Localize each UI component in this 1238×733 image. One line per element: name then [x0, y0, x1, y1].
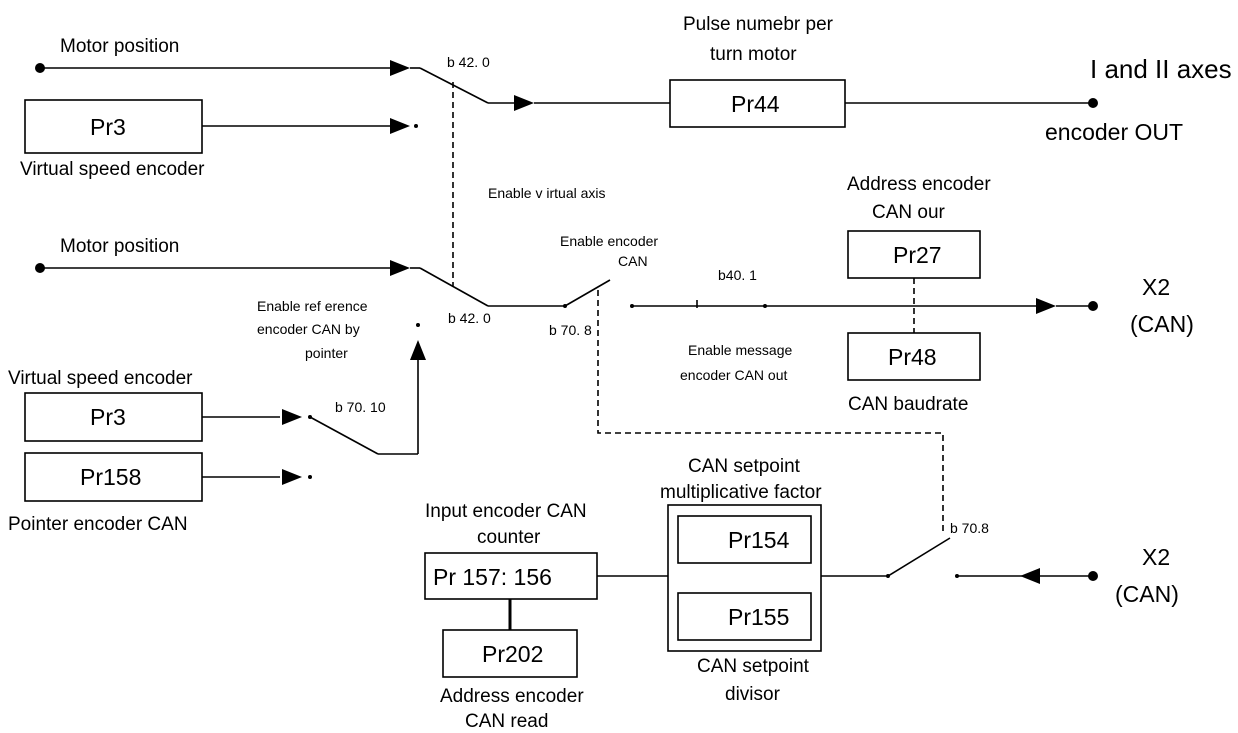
switch-b40-1 [696, 298, 1098, 314]
enable-reference-label-line3: pointer [305, 345, 348, 361]
pr3-top-box [24, 99, 203, 154]
pr155-box [677, 592, 812, 641]
bit-b70-8-bottom-label: b 70.8 [950, 520, 989, 536]
enable-virtual-axis-label: Enable v irtual axis [488, 185, 606, 201]
enable-message-label-line2: encoder CAN out [680, 367, 788, 383]
enable-encoder-can-label-line2: CAN [618, 253, 648, 269]
virtual-speed-encoder-left-label: Virtual speed encoder [8, 368, 193, 389]
axes-out-terminal [1088, 98, 1098, 108]
bit-b70-10-label: b 70. 10 [335, 399, 386, 415]
x2-can-bottom-label-line1: X2 [1142, 544, 1170, 570]
enable-reference-label-line2: encoder CAN by [257, 321, 360, 337]
pulse-number-label-line1: Pulse numebr per [683, 14, 834, 35]
pr3-top-box-label: Pr3 [90, 114, 126, 140]
input-encoder-counter-label-line2: counter [477, 527, 541, 548]
can-setpoint-div-label-line2: divisor [725, 684, 781, 705]
pulse-number-label-line2: turn motor [710, 44, 797, 65]
switch-b42-0-mid [410, 267, 567, 308]
pr202-box [442, 629, 578, 678]
axes-out-label-line1: I and II axes [1090, 54, 1232, 84]
address-encoder-read-label-line1: Address encoder [440, 686, 584, 707]
input-encoder-counter-label-line1: Input encoder CAN [425, 501, 587, 522]
enable-encoder-can-label-line1: Enable encoder [560, 233, 658, 249]
pr154-box [677, 515, 812, 564]
virtual-speed-encoder-top-label: Virtual speed encoder [20, 159, 205, 180]
x2-can-top-label-line1: X2 [1142, 274, 1170, 300]
can-baudrate-label: CAN baudrate [848, 394, 968, 415]
pr157-156-box [424, 552, 598, 600]
x2-can-top-label-line2: (CAN) [1130, 311, 1194, 337]
enable-message-label-line1: Enable message [688, 342, 793, 358]
axes-out-label-line2: encoder OUT [1045, 119, 1183, 145]
can-setpoint-mult-label-line2: multiplicative factor [660, 482, 822, 503]
pr154-box-label: Pr154 [728, 527, 790, 553]
pr3-left-box-label: Pr3 [90, 404, 126, 430]
switch-b70-8-mid [564, 279, 697, 308]
switch-b42-0-top [410, 67, 670, 111]
address-encoder-out-label-line2: CAN our [872, 202, 946, 223]
pr27-box-label: Pr27 [893, 242, 942, 268]
address-encoder-read-label-line2: CAN read [465, 711, 548, 732]
motor-position-mid-line [35, 260, 410, 276]
pr48-box [847, 332, 981, 381]
switch-b70-8-bottom [821, 537, 1098, 584]
pr3-left-arrow [282, 409, 302, 425]
pr44-box [669, 79, 846, 128]
bit-b42-0-mid-label: b 42. 0 [448, 310, 491, 326]
bit-b42-0-top-label: b 42. 0 [447, 54, 490, 70]
address-encoder-out-label-line1: Address encoder [847, 174, 991, 195]
pointer-encoder-can-label: Pointer encoder CAN [8, 514, 188, 535]
can-setpoint-mult-label-line1: CAN setpoint [688, 456, 801, 477]
pr3-left-box [24, 392, 203, 442]
pr155-box-label: Pr155 [728, 604, 789, 630]
pr48-box-label: Pr48 [888, 344, 937, 370]
motor-position-top-label: Motor position [60, 36, 179, 57]
b70-8-link-dashed [597, 290, 944, 533]
pr202-box-label: Pr202 [482, 641, 543, 667]
pr158-box-label: Pr158 [80, 464, 141, 490]
bit-b70-8-mid-label: b 70. 8 [549, 322, 592, 338]
enable-reference-label-line1: Enable ref erence [257, 298, 368, 314]
bit-b40-1-label: b40. 1 [718, 267, 757, 283]
x2-can-bottom-label-line2: (CAN) [1115, 581, 1179, 607]
motor-position-mid-label: Motor position [60, 236, 179, 257]
pr3-top-arrow [390, 118, 410, 134]
pr44-box-label: Pr44 [731, 91, 780, 117]
pr27-box [847, 230, 981, 279]
pr157-156-box-label: Pr 157: 156 [433, 564, 552, 590]
switch-b70-10 [308, 340, 426, 455]
motor-position-top-line [35, 60, 410, 76]
can-setpoint-div-label-line1: CAN setpoint [697, 656, 810, 677]
pr158-arrow [282, 469, 302, 485]
